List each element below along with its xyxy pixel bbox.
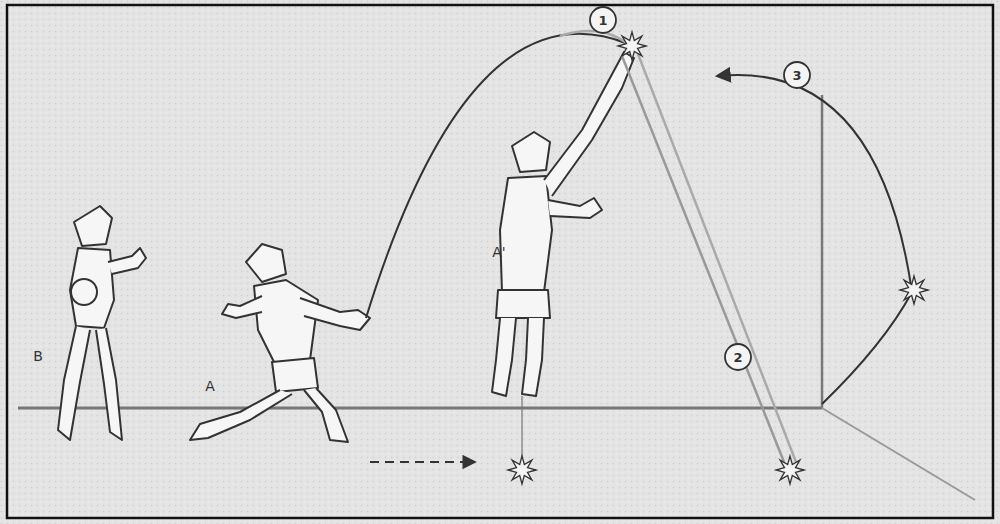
callout-circle: [725, 344, 751, 370]
drop-line: [521, 396, 522, 462]
player-a-prime: [492, 52, 634, 396]
player-label: B: [33, 349, 43, 363]
ball-path-3: [822, 292, 912, 404]
ball-path-2: [638, 54, 796, 462]
callout-number: 3: [792, 69, 801, 82]
player-label: A: [205, 379, 215, 393]
impact-star: [508, 456, 536, 484]
callout-circle: [784, 62, 810, 88]
impact-star: [776, 456, 804, 484]
player-a: [190, 244, 370, 442]
player-b: [58, 206, 146, 440]
callout-number: 2: [733, 351, 742, 364]
floor-line: [18, 407, 822, 410]
player-label: A': [492, 245, 505, 259]
wall-line: [821, 95, 824, 408]
impact-star: [900, 276, 928, 304]
ball-path-2: [622, 56, 784, 462]
frame: [7, 5, 993, 518]
ball-path-1: [366, 34, 628, 318]
callout-number: 1: [598, 14, 607, 27]
callout-circle: [590, 7, 616, 33]
impact-star: [618, 32, 646, 60]
ball-path-3: [718, 75, 912, 292]
move-arrow: [370, 461, 474, 463]
floor-corner-line: [822, 408, 975, 500]
